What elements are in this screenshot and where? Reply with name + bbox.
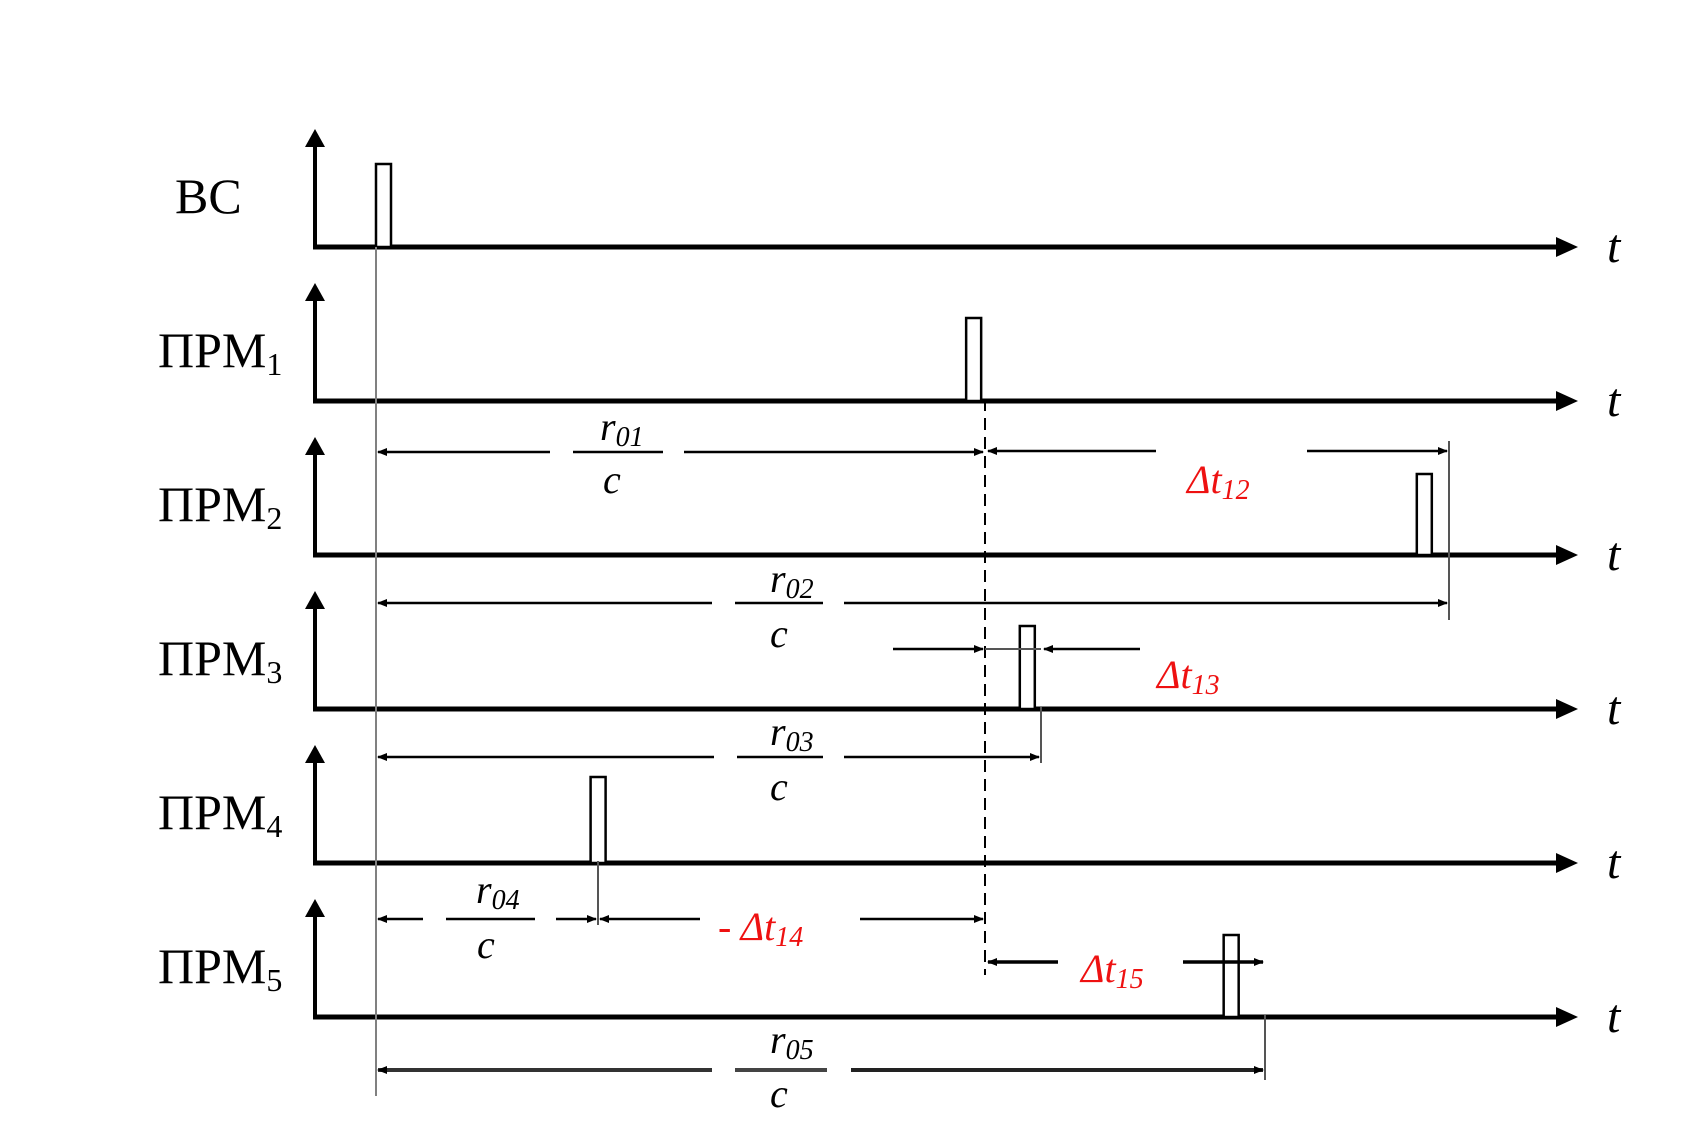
pulse-prm1 <box>964 316 983 403</box>
arrow-right-icon <box>1556 853 1578 873</box>
channel-row-prm5: t ПРМ5 <box>158 899 1622 1043</box>
dt14-label: - Δt14 <box>718 904 803 953</box>
delay-r02: r02 c <box>377 556 1448 656</box>
channel-row-prm1: t ПРМ1 <box>158 283 1622 427</box>
r03-denominator: c <box>770 764 788 809</box>
r05-denominator: c <box>770 1071 788 1116</box>
delay-r05: r05 c <box>377 1017 1264 1116</box>
channel-row-prm3: t ПРМ3 <box>158 591 1622 735</box>
channel-row-prm4: t ПРМ4 <box>158 745 1622 889</box>
delay-r01: r01 c <box>377 404 984 502</box>
arrow-right-icon <box>1556 1007 1578 1027</box>
arrow-right-icon <box>1556 545 1578 565</box>
channel-label: ПРМ1 <box>158 322 282 382</box>
channel-row-prm2: t ПРМ2 <box>158 437 1622 581</box>
dt15-label: Δt15 <box>1079 946 1144 995</box>
arrow-up-icon <box>305 437 325 455</box>
time-axis-label: t <box>1607 990 1622 1043</box>
r05-numerator: r05 <box>770 1017 814 1066</box>
time-diff-dt13: Δt13 <box>893 645 1220 701</box>
channel-label: ПРМ4 <box>158 784 282 844</box>
pulse-prm5 <box>1222 933 1240 1019</box>
time-axis-label: t <box>1607 836 1622 889</box>
time-axis-label: t <box>1607 528 1622 581</box>
time-diff-dt15: Δt15 <box>987 946 1264 995</box>
r01-numerator: r01 <box>600 404 644 453</box>
time-axis-label: t <box>1607 682 1622 735</box>
time-axis-label: t <box>1607 220 1622 273</box>
arrow-up-icon <box>305 283 325 301</box>
dt12-label: Δt12 <box>1185 457 1250 506</box>
dt13-label: Δt13 <box>1155 652 1220 701</box>
delay-r03: r03 c <box>377 709 1040 809</box>
r01-denominator: c <box>603 457 621 502</box>
arrow-up-icon <box>305 745 325 763</box>
r02-denominator: c <box>770 611 788 656</box>
channel-label: ПРМ3 <box>158 630 282 690</box>
arrow-up-icon <box>305 129 325 147</box>
r04-numerator: r04 <box>476 867 520 916</box>
arrow-up-icon <box>305 591 325 609</box>
channel-label: ПРМ5 <box>158 938 282 998</box>
arrow-right-icon <box>1556 391 1578 411</box>
pulse-prm4 <box>589 775 607 865</box>
arrow-right-icon <box>1556 699 1578 719</box>
time-axis-label: t <box>1607 374 1622 427</box>
r04-denominator: c <box>477 922 495 967</box>
r03-numerator: r03 <box>770 709 814 758</box>
time-diff-dt14: - Δt14 <box>599 904 984 953</box>
pulse-prm2 <box>1415 472 1434 557</box>
delay-r04: r04 c <box>377 867 597 967</box>
arrow-right-icon <box>1556 237 1578 257</box>
channel-row-bc: t ВС <box>175 129 1622 273</box>
channel-label: ПРМ2 <box>158 476 282 536</box>
pulse-bc <box>374 162 393 249</box>
channel-label: ВС <box>175 168 242 224</box>
pulse-prm3 <box>1018 624 1037 711</box>
arrow-up-icon <box>305 899 325 917</box>
time-diff-dt12: Δt12 <box>987 447 1448 506</box>
r02-numerator: r02 <box>770 556 814 605</box>
